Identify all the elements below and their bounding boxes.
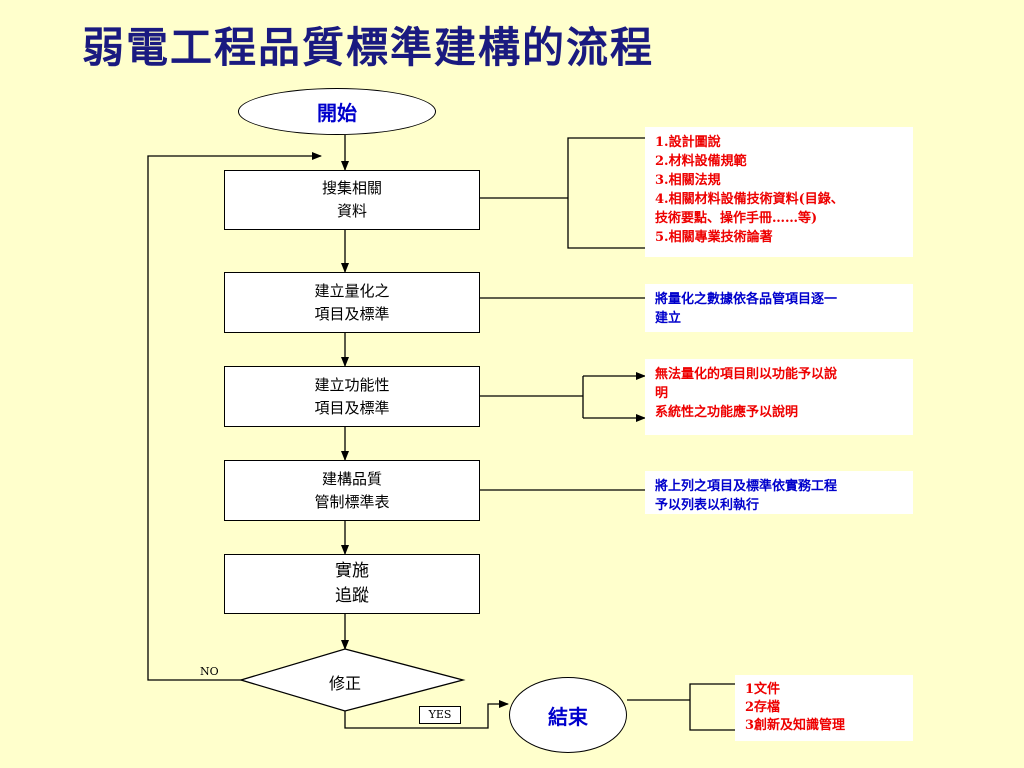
end-label: 結束: [548, 704, 588, 729]
step-collect-data: 搜集相關 資料: [224, 170, 480, 230]
step-func-line1: 建立功能性: [314, 375, 390, 394]
note-func-line: 系統性之功能應予以說明: [655, 405, 799, 420]
step-quant-line1: 建立量化之: [314, 281, 390, 300]
step-table-line1: 建構品質: [321, 469, 382, 488]
decision-diamond: [238, 648, 466, 712]
note-func-line: 無法量化的項目則以功能予以說: [655, 367, 838, 382]
no-label: NO: [200, 665, 219, 678]
step-collect-line1: 搜集相關: [321, 179, 382, 197]
step-track-line2: 追蹤: [335, 586, 369, 606]
note-collect-line: 5.相關專業技術論著: [655, 230, 773, 245]
note-end-outputs: 1文件 2存檔 3創新及知識管理: [735, 675, 913, 741]
loop-no-back: [147, 152, 322, 681]
step-functional-standards: 建立功能性 項目及標準: [224, 366, 480, 427]
note-table-line: 將上列之項目及標準依實務工程: [655, 479, 838, 494]
page-title: 弱電工程品質標準建構的流程: [82, 23, 655, 72]
arrow-decision-to-end: [344, 700, 509, 729]
note-functional: 無法量化的項目則以功能予以說 明 系統性之功能應予以說明: [645, 359, 913, 435]
note-table-line: 予以列表以利執行: [655, 498, 760, 513]
note-collect-line: 2.材料設備規範: [655, 154, 747, 169]
note-func-line: 明: [655, 386, 669, 401]
note-collect-line: 技術要點、操作手冊……等): [655, 211, 818, 226]
step-collect-line2: 資料: [336, 202, 367, 220]
note-quant-line: 建立: [655, 311, 682, 326]
note-collect-line: 1.設計圖說: [655, 135, 721, 150]
note-table: 將上列之項目及標準依實務工程 予以列表以利執行: [645, 471, 913, 514]
note-collect-line: 4.相關材料設備技術資料(目錄、: [655, 192, 844, 207]
step-quant-line2: 項目及標準: [314, 304, 390, 323]
step-func-line2: 項目及標準: [314, 398, 390, 417]
yes-label: YES: [419, 706, 461, 724]
note-quant-line: 將量化之數據依各品管項目逐一: [655, 292, 838, 307]
step-track-line1: 實施: [335, 561, 369, 581]
note-collect-line: 3.相關法規: [655, 173, 721, 188]
note-end-line: 2存檔: [745, 700, 781, 715]
note-quantified: 將量化之數據依各品管項目逐一 建立: [645, 284, 913, 332]
step-table-line2: 管制標準表: [314, 492, 390, 511]
note-end-line: 1文件: [745, 682, 781, 697]
bracket-collect: [567, 137, 645, 249]
note-collect-sources: 1.設計圖說 2.材料設備規範 3.相關法規 4.相關材料設備技術資料(目錄、 …: [645, 127, 913, 257]
bracket-end: [689, 683, 735, 731]
start-label: 開始: [317, 101, 357, 125]
start-node: 開始: [238, 88, 436, 135]
step-quality-control-table: 建構品質 管制標準表: [224, 460, 480, 521]
step-quantified-standards: 建立量化之 項目及標準: [224, 272, 480, 333]
step-implement-track: 實施 追蹤: [224, 554, 480, 614]
note-end-line: 3創新及知識管理: [745, 718, 846, 733]
decision-label: 修正: [328, 674, 361, 693]
end-node: 結束: [509, 677, 627, 753]
